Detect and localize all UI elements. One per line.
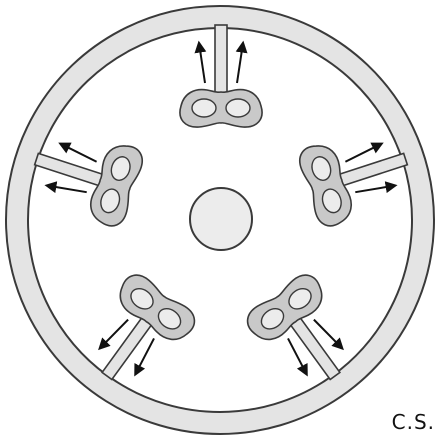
spoke-stalk: [215, 25, 227, 95]
arrow-right: [237, 43, 243, 83]
spoke-stalk: [289, 316, 340, 380]
arrow-left: [344, 144, 384, 162]
arrow-left: [199, 43, 205, 83]
spoke-spot: [192, 99, 216, 117]
section-label: C.S.: [392, 410, 435, 434]
center-disc: [190, 188, 252, 250]
spoke-unit: [180, 25, 262, 127]
spoke-stalk: [35, 153, 105, 186]
spoke-body: [242, 269, 330, 348]
spoke-spot: [226, 99, 250, 117]
arrow-left: [47, 180, 87, 198]
spoke-stalk: [337, 153, 407, 186]
arrow-right: [355, 180, 395, 198]
spoke-stalk: [102, 316, 153, 380]
spoke-body: [112, 269, 200, 348]
arrow-right: [59, 144, 99, 162]
